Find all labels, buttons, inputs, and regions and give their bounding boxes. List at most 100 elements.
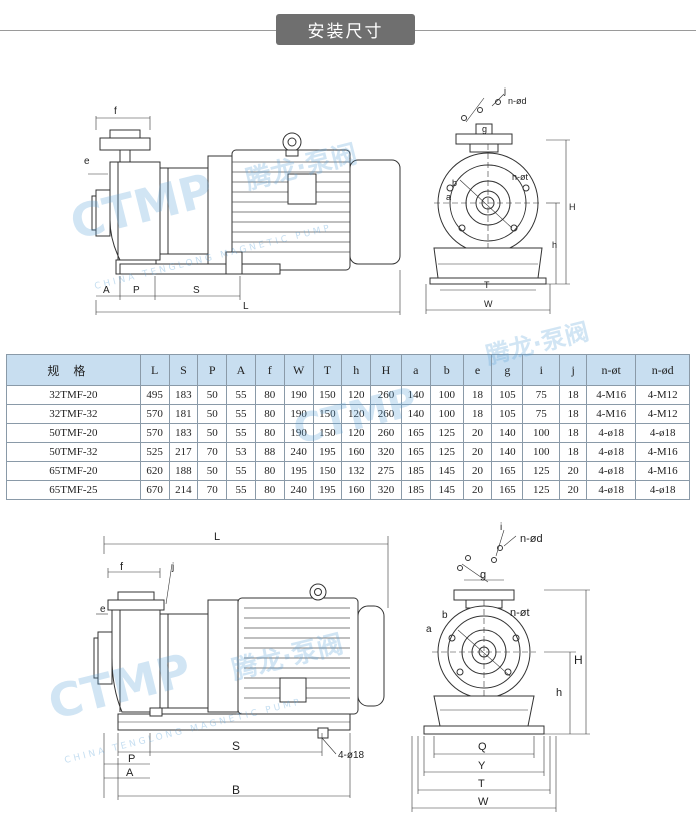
table-cell: 150 bbox=[312, 385, 343, 405]
table-cell: 4-M16 bbox=[586, 404, 637, 424]
table-cell: 55 bbox=[226, 385, 256, 405]
label-n-ot-bottom: n-øt bbox=[510, 607, 530, 619]
table-cell: 18 bbox=[559, 423, 588, 443]
label-holes: 4-ø18 bbox=[338, 750, 365, 761]
col-header: 规格 bbox=[6, 354, 141, 386]
table-cell: 320 bbox=[370, 480, 402, 500]
table-cell-model: 65TMF-25 bbox=[6, 480, 141, 500]
table-cell: 120 bbox=[341, 385, 372, 405]
table-cell: 240 bbox=[283, 442, 314, 462]
col-header: a bbox=[400, 354, 431, 386]
header-rule-right bbox=[415, 30, 696, 31]
table-cell: 125 bbox=[522, 461, 561, 481]
section-title: 安装尺寸 bbox=[276, 14, 415, 45]
table-cell: 165 bbox=[491, 461, 524, 481]
label-W-bottom: W bbox=[478, 796, 489, 808]
table-cell: 165 bbox=[400, 423, 431, 443]
label-S: S bbox=[193, 285, 200, 296]
table-cell: 55 bbox=[226, 404, 256, 424]
table-cell: 100 bbox=[429, 385, 464, 405]
label-T: T bbox=[484, 280, 490, 290]
col-header: A bbox=[226, 354, 256, 386]
table-cell: 120 bbox=[341, 423, 372, 443]
label-h-bottom: h bbox=[556, 687, 562, 699]
table-cell: 50 bbox=[197, 423, 228, 443]
table-cell: 183 bbox=[168, 385, 199, 405]
table-cell: 320 bbox=[370, 442, 402, 462]
label-L: L bbox=[243, 301, 249, 312]
col-header: T bbox=[312, 354, 343, 386]
table-cell: 183 bbox=[168, 423, 199, 443]
table-cell: 70 bbox=[197, 480, 228, 500]
col-header: g bbox=[491, 354, 524, 386]
label-a-bottom: a bbox=[426, 624, 432, 635]
bottom-side-view-drawing: L f j e P S 4-ø18 A B bbox=[93, 531, 389, 800]
label-a: a bbox=[446, 192, 451, 202]
top-side-view-drawing: f e A P S L bbox=[84, 106, 401, 315]
label-j-bottom: j bbox=[171, 562, 174, 573]
label-b: b bbox=[452, 178, 457, 188]
table-cell: 190 bbox=[283, 423, 314, 443]
col-header: S bbox=[168, 354, 199, 386]
header-rule-left bbox=[0, 30, 276, 31]
table-cell: 50 bbox=[197, 461, 228, 481]
table-cell: 185 bbox=[400, 480, 431, 500]
col-header: W bbox=[283, 354, 314, 386]
table-cell: 18 bbox=[559, 385, 588, 405]
table-cell: 20 bbox=[462, 423, 493, 443]
label-H: H bbox=[569, 202, 576, 212]
table-cell: 150 bbox=[312, 423, 343, 443]
table-cell: 570 bbox=[139, 404, 170, 424]
label-L-bottom: L bbox=[214, 531, 220, 543]
bottom-front-view-drawing: i n-ød g b n-øt a H h Q Y T W bbox=[411, 522, 590, 812]
table-cell: 165 bbox=[491, 480, 524, 500]
col-header: h bbox=[341, 354, 372, 386]
label-f: f bbox=[114, 106, 117, 117]
label-f-bottom: f bbox=[120, 561, 124, 573]
table-cell: 80 bbox=[254, 385, 285, 405]
table-cell: 80 bbox=[254, 461, 285, 481]
table-cell: 145 bbox=[429, 480, 464, 500]
table-cell: 125 bbox=[522, 480, 561, 500]
label-Y: Y bbox=[478, 760, 486, 772]
table-cell: 80 bbox=[254, 480, 285, 500]
label-B: B bbox=[232, 783, 240, 797]
table-cell: 150 bbox=[312, 461, 343, 481]
table-cell: 195 bbox=[312, 442, 343, 462]
table-cell: 80 bbox=[254, 404, 285, 424]
table-cell-model: 65TMF-20 bbox=[6, 461, 141, 481]
table-cell: 20 bbox=[462, 442, 493, 462]
col-header: L bbox=[139, 354, 170, 386]
table-cell: 4-ø18 bbox=[586, 423, 637, 443]
table-cell: 140 bbox=[491, 442, 524, 462]
table-cell: 260 bbox=[370, 404, 402, 424]
table-cell: 4-ø18 bbox=[586, 442, 637, 462]
table-cell: 670 bbox=[139, 480, 170, 500]
table-cell: 4-M16 bbox=[635, 461, 690, 481]
table-cell: 570 bbox=[139, 423, 170, 443]
table-cell: 181 bbox=[168, 404, 199, 424]
col-header: n-ød bbox=[635, 354, 690, 386]
table-cell: 140 bbox=[400, 385, 431, 405]
table-cell: 4-ø18 bbox=[586, 461, 637, 481]
table-cell-model: 32TMF-32 bbox=[6, 404, 141, 424]
table-cell: 495 bbox=[139, 385, 170, 405]
table-cell: 240 bbox=[283, 480, 314, 500]
table-cell: 55 bbox=[226, 461, 256, 481]
table-cell: 4-ø18 bbox=[635, 423, 690, 443]
table-cell: 100 bbox=[429, 404, 464, 424]
table-cell: 20 bbox=[462, 480, 493, 500]
label-e-bottom: e bbox=[100, 604, 106, 615]
table-cell: 217 bbox=[168, 442, 199, 462]
col-header: H bbox=[370, 354, 402, 386]
table-cell: 4-M16 bbox=[586, 385, 637, 405]
table-cell: 214 bbox=[168, 480, 199, 500]
table-cell: 55 bbox=[226, 480, 256, 500]
table-cell: 20 bbox=[462, 461, 493, 481]
table-cell: 188 bbox=[168, 461, 199, 481]
table-cell: 18 bbox=[559, 442, 588, 462]
